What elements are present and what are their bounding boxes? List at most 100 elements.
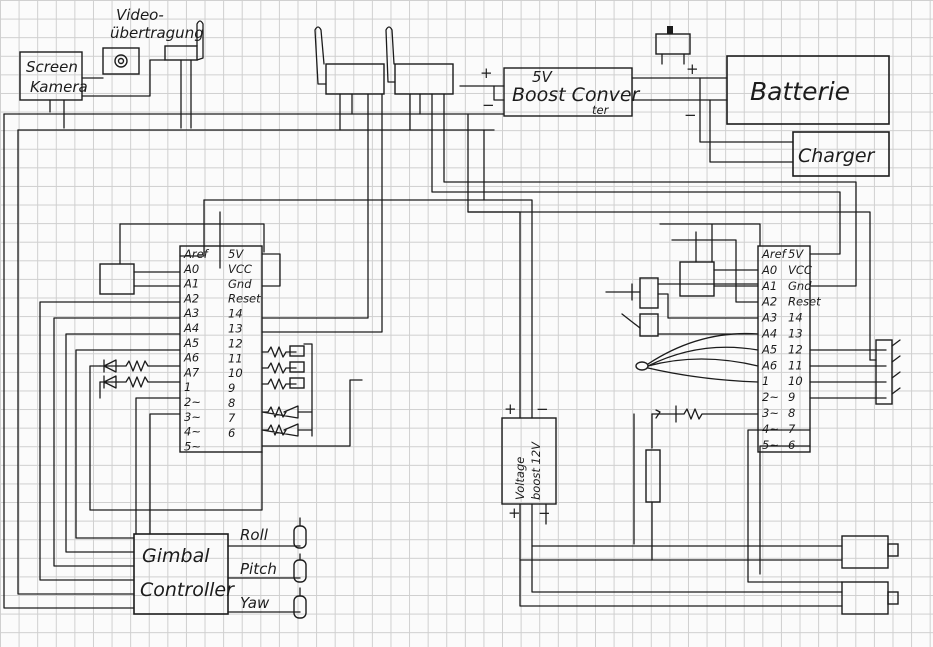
boost-converter-label-3: ter xyxy=(592,103,610,117)
arduino-right-rpin-5: 13 xyxy=(788,327,803,341)
arduino-right-pin-4: A3 xyxy=(761,311,777,325)
arduino-left-pin-11: 3~ xyxy=(184,410,201,424)
arduino-right-rpin-1: VCC xyxy=(788,263,812,277)
charger-box xyxy=(792,131,890,177)
boost-converter-label-1: 5V xyxy=(532,68,554,86)
arduino-right-rpin-8: 10 xyxy=(788,374,803,388)
arduino-left-rpin-7: 11 xyxy=(228,351,243,365)
video-transmission-label-1: Video- xyxy=(116,6,164,24)
battery-label: Batterie xyxy=(750,77,850,106)
arduino-left-pin-0: Aref xyxy=(183,247,210,261)
arduino-left-rpin-11: 7 xyxy=(228,411,236,425)
svg-text:−: − xyxy=(482,96,495,114)
video-transmission-label-2: übertragung xyxy=(110,24,204,42)
arduino-right-rpin-4: 14 xyxy=(788,311,803,325)
servo-motor-1 xyxy=(841,535,899,569)
arduino-right-rpin-10: 8 xyxy=(788,406,795,420)
servo-motor-2 xyxy=(841,581,899,615)
arduino-left-rpin-1: VCC xyxy=(228,262,252,276)
arduino-left-rpin-10: 8 xyxy=(228,396,235,410)
gimbal-controller-box xyxy=(133,533,229,615)
resistor-array-left xyxy=(261,343,313,437)
svg-text:+: + xyxy=(504,400,517,418)
arduino-left-pin-10: 2~ xyxy=(184,395,201,409)
arduino-right-pin-2: A1 xyxy=(761,279,777,293)
arduino-right-pin-1: A0 xyxy=(761,263,777,277)
svg-text:−: − xyxy=(538,504,551,522)
arduino-right-pin-9: 2~ xyxy=(762,390,779,404)
arduino-left-pin-9: 1 xyxy=(184,380,191,394)
svg-text:−: − xyxy=(536,400,549,418)
boost-converter-box xyxy=(503,67,633,117)
screen-camera-box xyxy=(19,51,83,101)
receiver-2 xyxy=(394,63,454,95)
gimbal-controller-label-2: Controller xyxy=(140,579,235,601)
sensor-module-left xyxy=(99,263,135,295)
arduino-left-rpin-2: Gnd xyxy=(228,277,252,291)
gimbal-motor-yaw: Yaw xyxy=(227,587,307,619)
voltage-boost-box xyxy=(501,417,557,505)
arduino-left-rpin-9: 9 xyxy=(228,381,235,395)
svg-text:−: − xyxy=(684,106,697,124)
arduino-left-rpin-3: Reset xyxy=(228,292,261,306)
video-camera-body xyxy=(102,47,140,75)
pitch-label: Pitch xyxy=(240,560,277,578)
arduino-right-pin-6: A5 xyxy=(761,342,777,356)
boost-converter-label-2: Boost Conver xyxy=(512,84,641,106)
arduino-left-pin-7: A6 xyxy=(183,351,199,365)
screen-camera-label-2: Kamera xyxy=(30,78,88,96)
voltage-boost-label-1: Voltage xyxy=(513,457,527,500)
arduino-right xyxy=(757,245,811,453)
screen-camera-label-1: Screen xyxy=(26,58,78,76)
sensor-module-right xyxy=(679,261,715,297)
arduino-right-pin-11: 4~ xyxy=(762,422,779,436)
arduino-left-rpin-12: 6 xyxy=(228,426,235,440)
arduino-left-pin-13: 5~ xyxy=(184,439,201,453)
arduino-left-pin-4: A3 xyxy=(183,306,199,320)
arduino-right-pin-10: 3~ xyxy=(762,406,779,420)
transmitter-antenna xyxy=(196,20,204,61)
gimbal-motor-pitch: Pitch xyxy=(227,553,307,583)
arduino-left-rpin-0: 5V xyxy=(228,247,244,261)
arduino-right-rpin-3: Reset xyxy=(788,295,821,309)
arduino-left-pin-2: A1 xyxy=(183,277,199,291)
arduino-right-pin-8: 1 xyxy=(762,374,769,388)
receiver-1 xyxy=(325,63,385,95)
arduino-right-rpin-11: 7 xyxy=(788,422,796,436)
switch-right xyxy=(605,277,759,319)
rgb-led-right xyxy=(635,332,759,383)
transistor-right xyxy=(633,405,759,561)
arduino-right-rpin-6: 12 xyxy=(788,342,803,356)
arduino-right-pin-12: 5~ xyxy=(762,438,779,452)
svg-text:+: + xyxy=(508,504,521,522)
led-left-1 xyxy=(99,359,181,373)
arduino-right-pin-5: A4 xyxy=(761,327,777,341)
arduino-right-rpin-9: 9 xyxy=(788,390,795,404)
arduino-left-pin-1: A0 xyxy=(183,262,199,276)
video-transmitter xyxy=(164,45,198,61)
roll-label: Roll xyxy=(240,526,269,544)
led-left-2 xyxy=(99,375,181,389)
toggle-right xyxy=(621,313,759,337)
arduino-right-pin-3: A2 xyxy=(761,295,777,309)
arduino-right-rpin-0: 5V xyxy=(788,247,804,261)
led-array-right xyxy=(809,339,901,405)
battery-box xyxy=(726,55,890,125)
arduino-left xyxy=(179,245,263,453)
arduino-left-rpin-4: 14 xyxy=(228,307,243,321)
svg-text:+: + xyxy=(686,60,699,78)
arduino-left-pin-3: A2 xyxy=(183,291,199,305)
arduino-right-pin-7: A6 xyxy=(761,358,777,372)
arduino-left-pin-6: A5 xyxy=(183,336,199,350)
arduino-right-rpin-7: 11 xyxy=(788,358,803,372)
gimbal-motor-roll: Roll xyxy=(227,517,307,549)
arduino-right-pin-0: Aref xyxy=(761,247,788,261)
power-switch xyxy=(655,33,691,55)
arduino-left-rpin-5: 13 xyxy=(228,322,243,336)
arduino-left-rpin-6: 12 xyxy=(228,336,243,350)
arduino-left-pin-5: A4 xyxy=(183,321,199,335)
svg-text:+: + xyxy=(480,64,493,82)
charger-label: Charger xyxy=(798,145,876,167)
